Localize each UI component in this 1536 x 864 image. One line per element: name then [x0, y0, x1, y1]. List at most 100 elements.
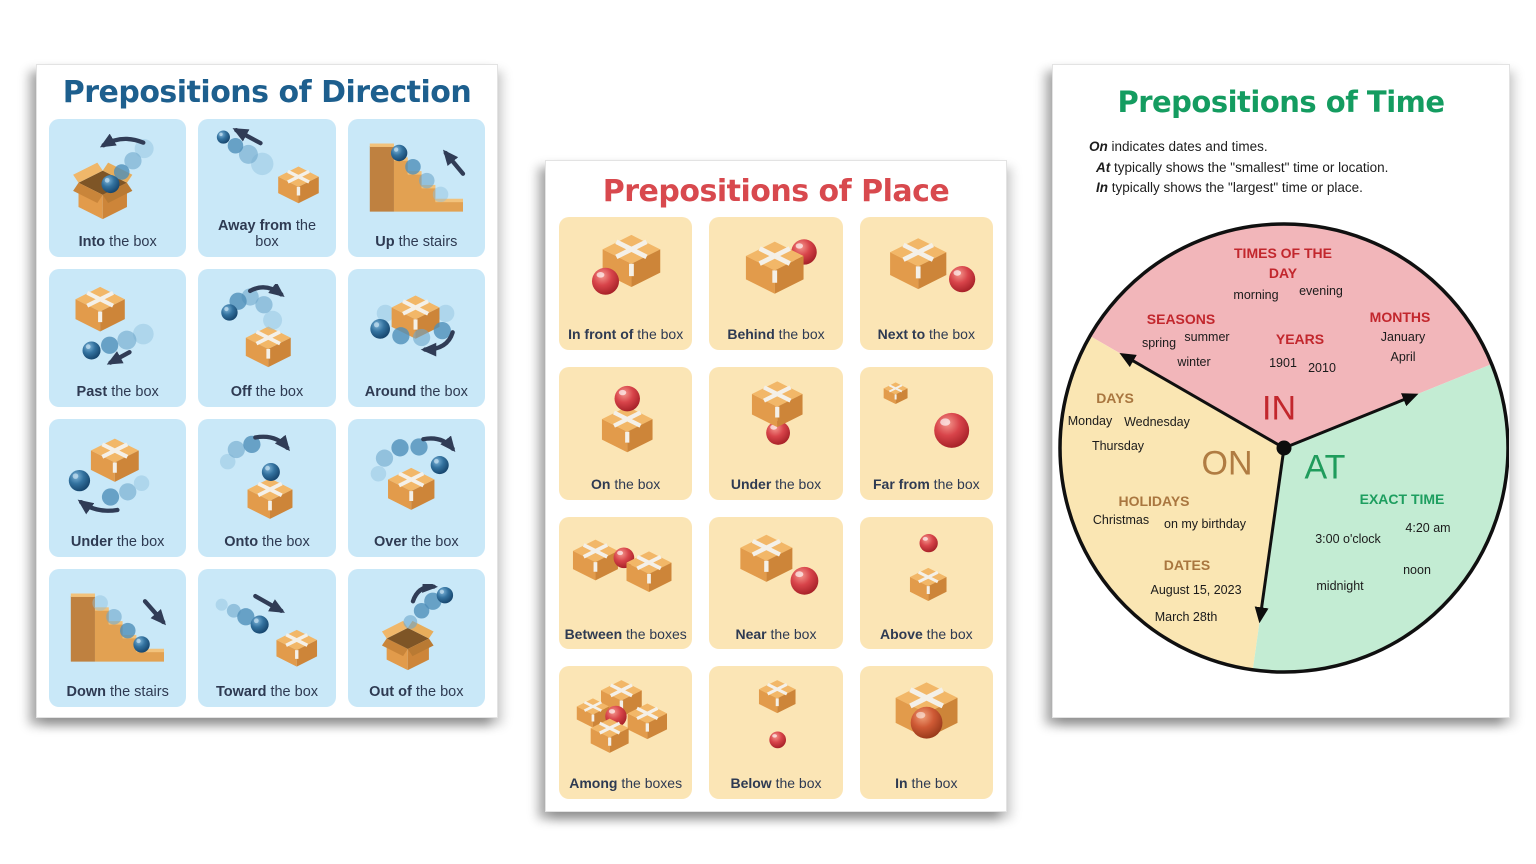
cell-label: In the box — [895, 775, 958, 792]
direction-cell-over: Over the box — [347, 419, 485, 557]
illustration-up-stairs — [356, 124, 477, 234]
pie-label: HOLIDAYS — [1118, 493, 1190, 509]
time-poster: Prepositions of Time On indicates dates … — [1052, 64, 1510, 718]
cell-label: Up the stairs — [375, 233, 458, 250]
illustration-among — [567, 671, 684, 776]
intro-line: On indicates dates and times. — [1089, 139, 1268, 154]
illustration-around — [356, 274, 477, 384]
cell-label: Under the box — [730, 475, 822, 492]
pie-label: on my birthday — [1164, 517, 1246, 531]
pie-label: MONTHS — [1369, 309, 1431, 325]
place-poster-title: Prepositions of Place — [602, 174, 950, 209]
pie-label: DATES — [1163, 557, 1211, 573]
direction-poster: Prepositions of Direction Into the box A… — [36, 64, 498, 718]
place-cell-in-front: In front of the box — [559, 217, 693, 350]
place-cell-below: Below the box — [709, 666, 843, 799]
cell-label: On the box — [591, 475, 661, 492]
cell-label: Out of the box — [369, 683, 464, 700]
place-cell-behind: Behind the box — [709, 217, 843, 350]
pie-sector-on — [1059, 336, 1284, 670]
place-cell-near: Near the box — [709, 516, 843, 650]
direction-cell-down-stairs: Down the stairs — [49, 569, 187, 707]
pie-label: YEARS — [1275, 331, 1325, 347]
pie-arrow-upper-right — [1283, 393, 1419, 450]
cell-label: Toward the box — [215, 683, 319, 700]
pie-label: 3:00 o'clock — [1315, 532, 1381, 546]
place-cell-among: Among the boxes — [559, 666, 693, 799]
pie-label: SEASONS — [1146, 311, 1216, 327]
illustration-out-of — [356, 574, 477, 684]
pie-arrow-upper-left — [1119, 352, 1285, 450]
illustration-toward — [207, 574, 328, 684]
illustration-far-from — [868, 372, 985, 477]
cell-label: Above the box — [880, 625, 973, 642]
pie-label: morning — [1233, 288, 1279, 302]
pie-center-dot — [1276, 440, 1292, 456]
direction-cell-under-dir: Under the box — [49, 419, 187, 557]
pie-label: spring — [1141, 336, 1177, 350]
direction-cell-into: Into the box — [49, 119, 187, 257]
illustration-off — [207, 274, 328, 384]
illustration-next-to — [868, 222, 985, 327]
pie-label: DAYS — [1096, 390, 1134, 406]
place-cell-between: Between the boxes — [559, 516, 693, 650]
cell-label: Over the box — [373, 533, 459, 550]
intro-line: At typically shows the "smallest" time o… — [1096, 159, 1389, 175]
illustration-past — [57, 274, 178, 384]
pie-label: ON — [1201, 444, 1253, 483]
illustration-behind — [717, 222, 834, 327]
place-cell-above: Above the box — [859, 516, 993, 650]
cell-label: Onto the box — [224, 533, 310, 550]
illustration-onto — [207, 424, 328, 534]
illustration-into — [57, 124, 178, 234]
place-cell-in: In the box — [859, 666, 993, 799]
cell-label: Below the box — [730, 775, 822, 792]
pie-label: Thursday — [1091, 439, 1145, 453]
pie-label: AT — [1304, 448, 1346, 487]
pie-label: EXACT TIME — [1359, 491, 1445, 507]
illustration-in-front — [567, 222, 684, 327]
pie-label: IN — [1262, 389, 1296, 428]
time-poster-title: Prepositions of Time — [1117, 85, 1445, 119]
illustration-near — [717, 522, 834, 627]
direction-cell-toward: Toward the box — [198, 569, 336, 707]
illustration-between — [567, 522, 684, 627]
illustration-down-stairs — [57, 574, 178, 684]
cell-label: Into the box — [78, 233, 157, 250]
direction-cell-off: Off the box — [198, 269, 336, 407]
pie-label: noon — [1403, 563, 1431, 577]
cell-label: Past the box — [76, 383, 159, 400]
pie-label: 2010 — [1308, 361, 1336, 375]
pie-sector-in — [1090, 223, 1492, 448]
illustration-under-place — [717, 372, 834, 477]
pie-label: March 28th — [1154, 610, 1218, 624]
place-grid: In front of the box Behind the box Next … — [559, 217, 993, 799]
illustration-under-dir — [57, 424, 178, 534]
pie-svg — [1058, 222, 1509, 674]
illustration-in — [868, 671, 985, 776]
illustration-away-from — [207, 124, 328, 218]
pie-sector-at — [1252, 364, 1508, 672]
direction-cell-onto: Onto the box — [198, 419, 336, 557]
direction-cell-away-from: Away from the box — [198, 119, 336, 257]
pie-label: August 15, 2023 — [1150, 583, 1242, 597]
cell-label: Behind the box — [727, 326, 825, 343]
pie-label: April — [1390, 350, 1416, 364]
cell-label: Under the box — [70, 533, 165, 550]
place-cell-next-to: Next to the box — [859, 217, 993, 350]
pie-label: DAY — [1268, 265, 1298, 281]
cell-label: Away from the box — [217, 217, 317, 250]
pie-label: summer — [1184, 330, 1230, 344]
direction-cell-around: Around the box — [347, 269, 485, 407]
pie-label: Christmas — [1092, 513, 1150, 527]
cell-label: Among the boxes — [569, 775, 683, 792]
pie-label: 1901 — [1269, 356, 1297, 370]
time-intro: On indicates dates and times. At typical… — [1089, 137, 1388, 199]
place-cell-on: On the box — [559, 366, 693, 500]
pie-label: January — [1380, 330, 1426, 344]
pie-labels: TIMES OF THE DAY morning evening SEASONS… — [1053, 215, 1509, 695]
illustration-on — [567, 372, 684, 477]
pie-label: Monday — [1067, 414, 1113, 428]
pie-outline — [1058, 222, 1509, 674]
cell-label: Next to the box — [877, 326, 975, 343]
